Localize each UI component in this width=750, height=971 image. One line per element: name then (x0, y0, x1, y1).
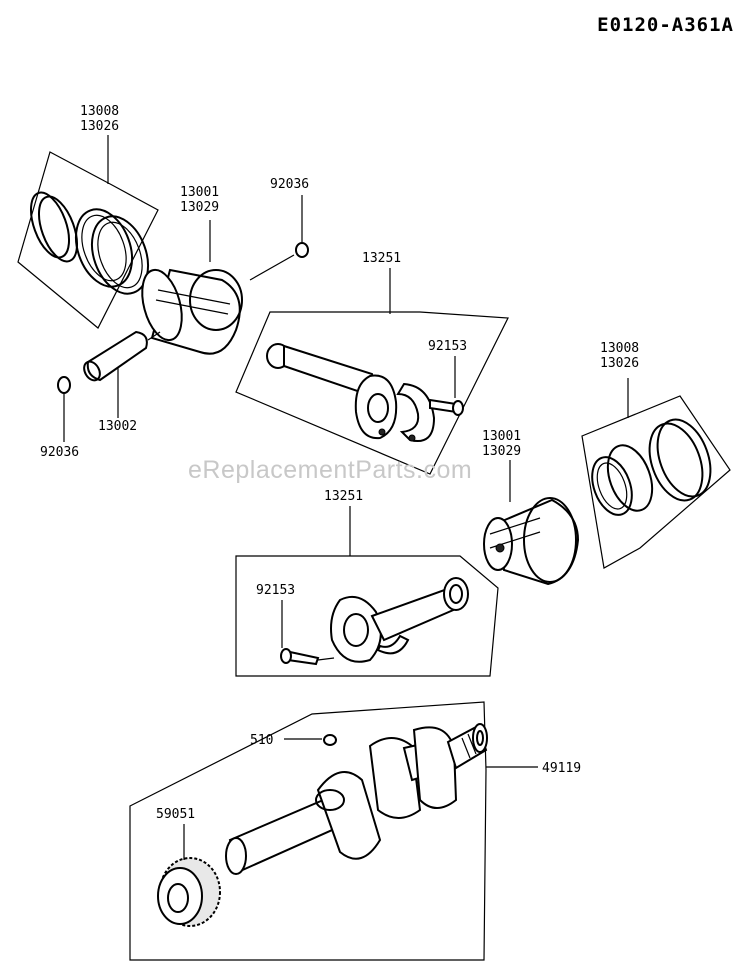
label-rod-top: 13251 (362, 251, 401, 266)
crankshaft[interactable] (225, 723, 488, 875)
label-ring-set-top-1: 13008 (80, 104, 119, 119)
connecting-rod-top[interactable] (235, 311, 509, 475)
label-rod-mid: 13251 (324, 489, 363, 504)
label-key: 510 (250, 733, 273, 748)
rod-bolt-mid[interactable] (280, 648, 335, 666)
piston-ring-set-right[interactable] (581, 395, 731, 569)
label-gear: 59051 (156, 807, 195, 822)
crank-gear[interactable] (157, 857, 221, 927)
label-piston-top-1: 13001 (180, 185, 219, 200)
piston-top[interactable] (135, 266, 243, 355)
diagram-code: E0120-A361A (597, 14, 734, 36)
watermark: eReplacementParts.com (188, 456, 473, 484)
label-bolt-mid: 92153 (256, 583, 295, 598)
label-crankshaft: 49119 (542, 761, 581, 776)
label-bolt-top: 92153 (428, 339, 467, 354)
label-piston-top-2: 13029 (180, 200, 219, 215)
label-ring-set-top-2: 13026 (80, 119, 119, 134)
rod-bolt-top[interactable] (429, 398, 464, 416)
label-ring-set-right-1: 13008 (600, 341, 639, 356)
circlip-left[interactable] (57, 376, 71, 394)
label-circlip-top: 92036 (270, 177, 309, 192)
connecting-rod-mid[interactable] (235, 555, 499, 677)
circlip-top[interactable] (295, 242, 309, 258)
label-piston-pin: 13002 (98, 419, 137, 434)
label-ring-set-right-2: 13026 (600, 356, 639, 371)
piston-pin[interactable] (81, 330, 161, 383)
woodruff-key[interactable] (323, 734, 337, 746)
label-piston-right-1: 13001 (482, 429, 521, 444)
label-piston-right-2: 13029 (482, 444, 521, 459)
piston-ring-set-top[interactable] (17, 151, 159, 329)
label-circlip-left: 92036 (40, 445, 79, 460)
piston-right[interactable] (483, 497, 580, 586)
